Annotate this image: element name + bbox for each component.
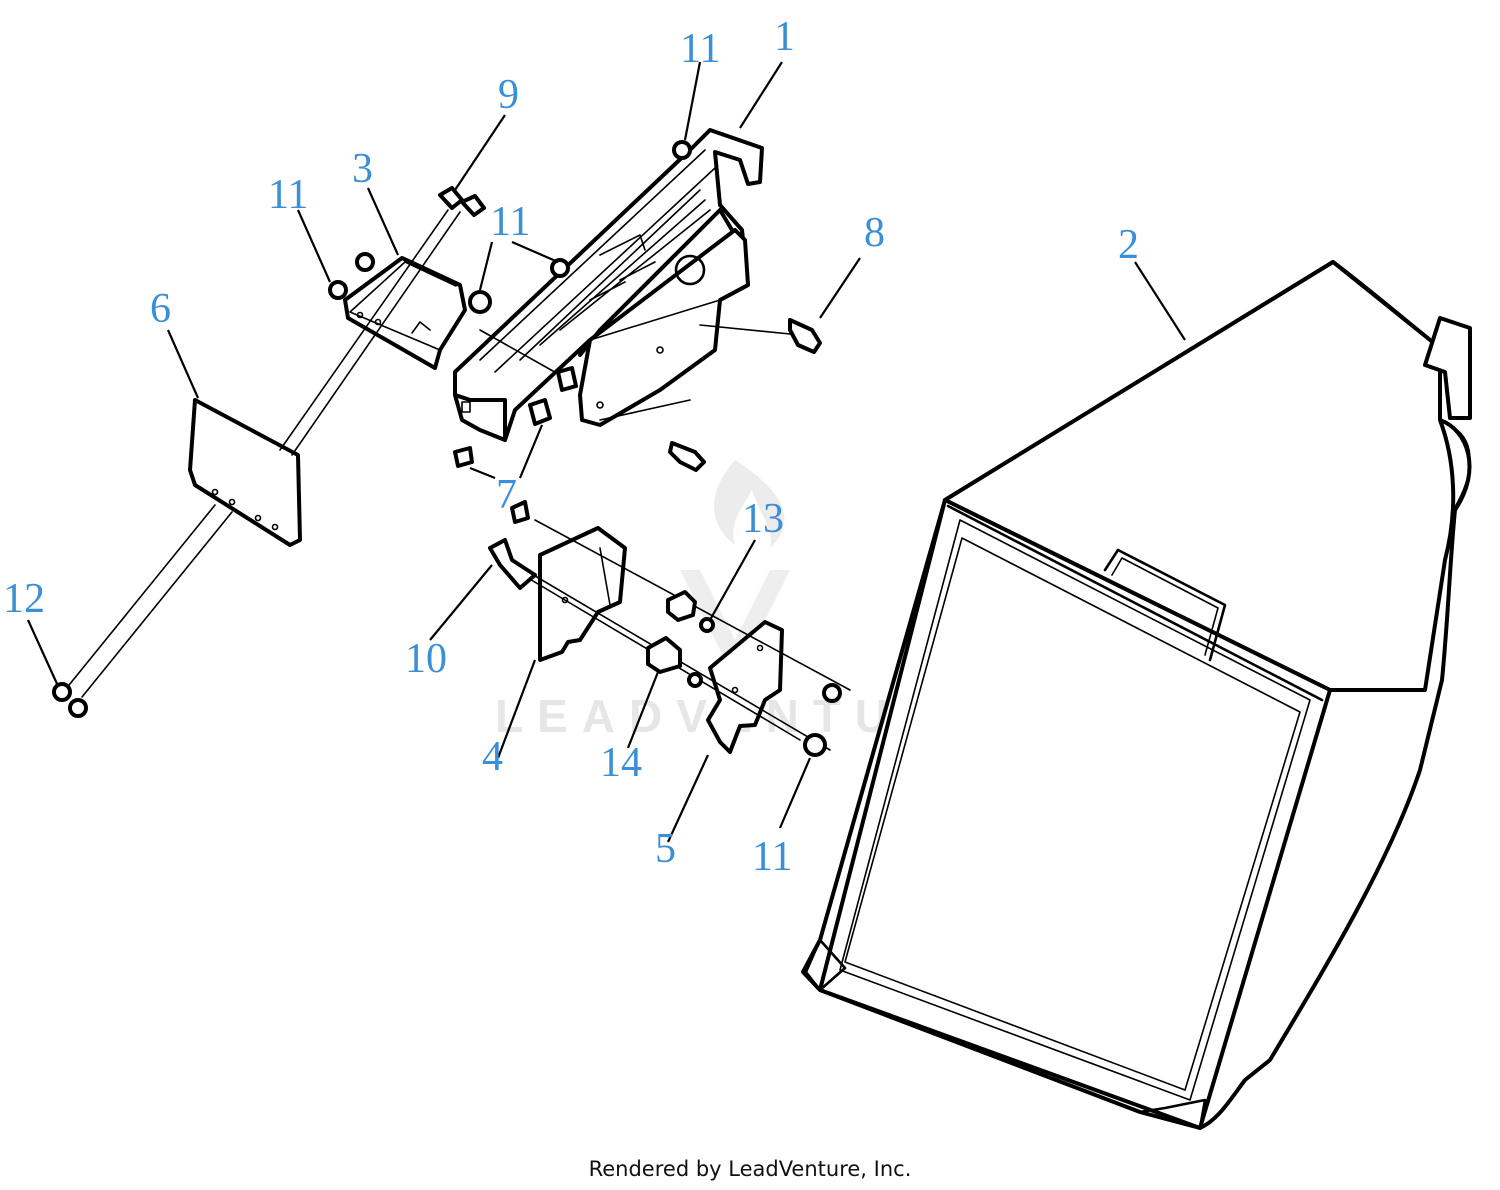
callout-13[interactable]: 13	[742, 496, 784, 542]
leader-lines	[26, 61, 1186, 843]
callout-7[interactable]: 7	[496, 472, 517, 518]
bolts[interactable]	[438, 186, 822, 472]
flame-logo-icon	[714, 460, 785, 548]
callout-10[interactable]: 10	[405, 636, 447, 682]
callout-11-middle[interactable]: 11	[490, 199, 530, 245]
callout-11-left[interactable]: 11	[268, 172, 308, 218]
watermark-v-mark	[680, 570, 790, 660]
part-6-flap-plate[interactable]	[188, 398, 302, 547]
callout-12[interactable]: 12	[3, 576, 45, 622]
hardware[interactable]	[52, 140, 842, 757]
callout-6[interactable]: 6	[150, 286, 171, 332]
callout-3[interactable]: 3	[352, 146, 373, 192]
callout-1[interactable]: 1	[774, 14, 795, 60]
callout-4[interactable]: 4	[482, 734, 503, 780]
callout-2[interactable]: 2	[1118, 222, 1139, 268]
rendered-by-credit: Rendered by LeadVenture, Inc.	[588, 1157, 912, 1181]
part-1-hinge-bracket[interactable]	[453, 128, 764, 442]
callout-8[interactable]: 8	[864, 210, 885, 256]
part-4-side-plate[interactable]	[538, 526, 627, 662]
callout-14[interactable]: 14	[600, 740, 642, 786]
callout-11-bottom[interactable]: 11	[752, 834, 792, 880]
callouts: 1 2 3 4 5 6 7 8 9 10 11 11 11 11 12 13 1…	[3, 14, 1139, 880]
part-5-side-plate[interactable]	[706, 620, 784, 754]
callout-9[interactable]: 9	[498, 72, 519, 118]
callout-11-top[interactable]: 11	[680, 26, 720, 72]
callout-5[interactable]: 5	[655, 826, 676, 872]
part-2-grass-bag[interactable]	[801, 260, 1472, 1130]
